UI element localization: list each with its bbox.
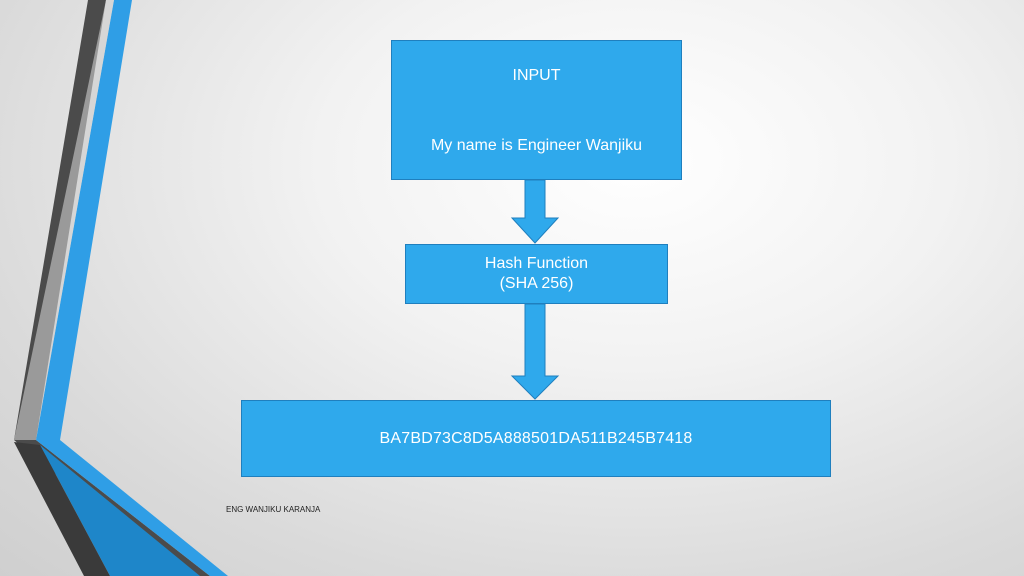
blue-stripe	[36, 0, 228, 576]
stripe-highlight	[14, 0, 114, 440]
hash-algorithm-label: (SHA 256)	[499, 275, 574, 292]
arrow-hash-to-output	[510, 304, 560, 400]
arrow-input-to-hash	[510, 180, 560, 244]
output-hash-box: BA7BD73C8D5A888501DA511B245B7418	[241, 400, 831, 477]
bottom-wedge	[40, 445, 200, 576]
input-box: INPUT My name is Engineer Wanjiku	[391, 40, 682, 180]
footer-author: ENG WANJIKU KARANJA	[226, 505, 321, 514]
input-text: My name is Engineer Wanjiku	[430, 137, 643, 154]
bottom-dark-wedge	[14, 442, 110, 576]
output-hash-text: BA7BD73C8D5A888501DA511B245B7418	[379, 429, 693, 447]
hash-function-box: Hash Function (SHA 256)	[405, 244, 668, 304]
input-title: INPUT	[512, 67, 561, 84]
hash-function-label: Hash Function	[484, 255, 589, 272]
